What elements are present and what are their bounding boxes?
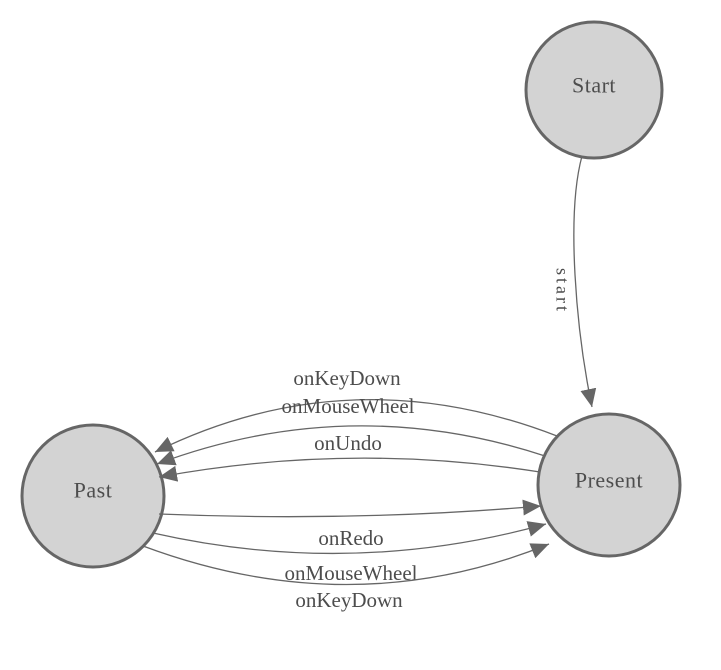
edge-label-onmousewheel-top: onMouseWheel [282,394,415,418]
edge-label-onkeydown-bottom: onKeyDown [295,588,403,612]
edge-label-onmousewheel-bottom: onMouseWheel [285,561,418,585]
edge-label-onkeydown-top: onKeyDown [293,366,401,390]
state-node-past: Past [20,423,166,569]
state-node-start-circle [524,20,664,160]
state-node-present-circle [536,412,682,558]
edge-label-onredo: onRedo [318,526,383,550]
edge-past-present-onredo [158,499,542,518]
edge-present-past-onkeydown [154,399,558,453]
edge-past-present-onkeydown [142,543,550,586]
edge-present-past-onundo [158,457,541,482]
state-node-present: Present [536,412,682,558]
state-node-start: Start [524,20,664,160]
edge-past-present-onmousewheel [152,521,547,555]
state-node-present-label: Present [575,468,643,493]
edge-present-past-onmousewheel [156,425,546,466]
edge-label-onundo: onUndo [314,431,382,455]
state-node-past-circle [20,423,166,569]
state-node-start-label: Start [572,73,616,98]
state-node-past-label: Past [74,478,113,503]
edge-label-start: start [553,268,573,314]
edge-start-present [573,155,597,408]
